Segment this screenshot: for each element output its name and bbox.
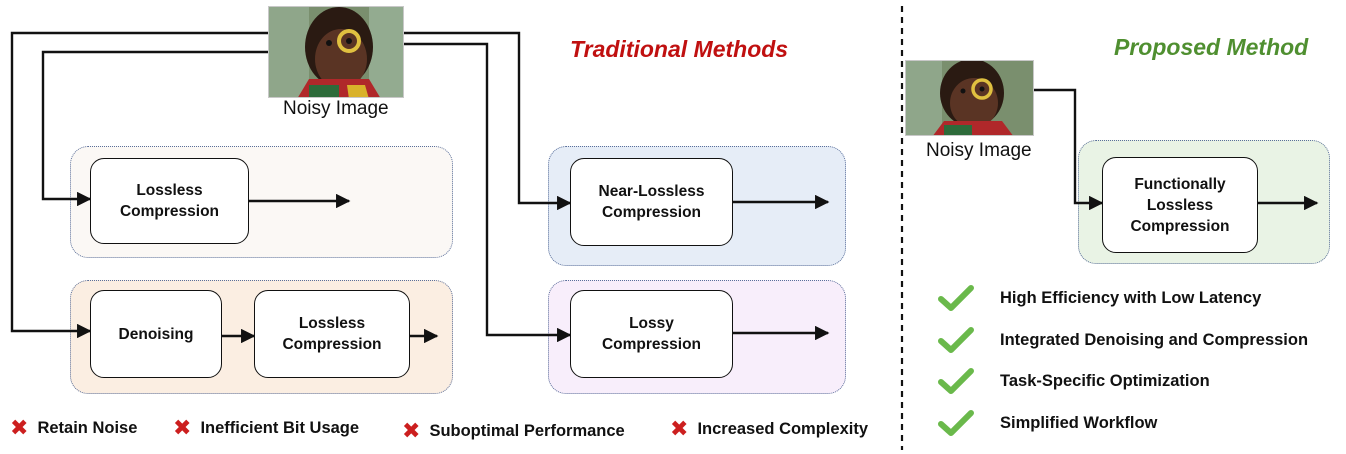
cross-icon: ✖ bbox=[173, 415, 192, 440]
noisy-image-traditional bbox=[268, 6, 404, 98]
near-lossless-compression-box: Near-Lossless Compression bbox=[570, 158, 733, 246]
arrow-input-to-lossless bbox=[41, 50, 268, 207]
noisy-image-caption-proposed: Noisy Image bbox=[926, 140, 1032, 161]
benefit-simplified-workflow: Simplified Workflow bbox=[938, 409, 1157, 437]
cross-icon: ✖ bbox=[402, 418, 421, 443]
check-icon bbox=[938, 327, 974, 353]
benefit-task-specific: Task-Specific Optimization bbox=[938, 367, 1210, 395]
denoise-lossless-compression-box: Lossless Compression bbox=[254, 290, 410, 378]
benefit-high-efficiency: High Efficiency with Low Latency bbox=[938, 284, 1261, 312]
traditional-title: Traditional Methods bbox=[570, 36, 789, 62]
lossy-compression-box: Lossy Compression bbox=[570, 290, 733, 378]
benefit-label: Task-Specific Optimization bbox=[1000, 371, 1210, 390]
drawback-inefficient-bit-usage: ✖ Inefficient Bit Usage bbox=[173, 417, 359, 439]
drawback-retain-noise: ✖ Retain Noise bbox=[10, 417, 137, 439]
check-icon bbox=[938, 410, 974, 436]
cross-icon: ✖ bbox=[10, 415, 29, 440]
drawback-label: Inefficient Bit Usage bbox=[200, 418, 360, 437]
cross-icon: ✖ bbox=[670, 416, 689, 441]
proposed-title: Proposed Method bbox=[1114, 34, 1309, 60]
arrow-input-to-functionally-lossless bbox=[1034, 88, 1104, 211]
lossless-compression-box: Lossless Compression bbox=[90, 158, 249, 244]
arrow-input-to-lossy bbox=[404, 42, 572, 343]
benefit-label: Simplified Workflow bbox=[1000, 413, 1158, 432]
drawback-label: Increased Complexity bbox=[697, 419, 869, 438]
denoising-box: Denoising bbox=[90, 290, 222, 378]
check-icon bbox=[938, 368, 974, 394]
arrow-input-to-denoising bbox=[10, 31, 268, 339]
drawback-label: Retain Noise bbox=[37, 418, 138, 437]
drawback-increased-complexity: ✖ Increased Complexity bbox=[670, 418, 868, 440]
functionally-lossless-compression-box: Functionally Lossless Compression bbox=[1102, 157, 1258, 253]
benefit-integrated-denoising: Integrated Denoising and Compression bbox=[938, 326, 1308, 354]
benefit-label: Integrated Denoising and Compression bbox=[1000, 330, 1309, 349]
arrow-input-to-near-lossless bbox=[404, 31, 572, 211]
drawback-label: Suboptimal Performance bbox=[429, 421, 625, 440]
noisy-image-proposed bbox=[905, 60, 1034, 136]
drawback-suboptimal-performance: ✖ Suboptimal Performance bbox=[402, 420, 625, 442]
benefit-label: High Efficiency with Low Latency bbox=[1000, 288, 1262, 307]
check-icon bbox=[938, 285, 974, 311]
noisy-image-caption-traditional: Noisy Image bbox=[283, 98, 389, 119]
